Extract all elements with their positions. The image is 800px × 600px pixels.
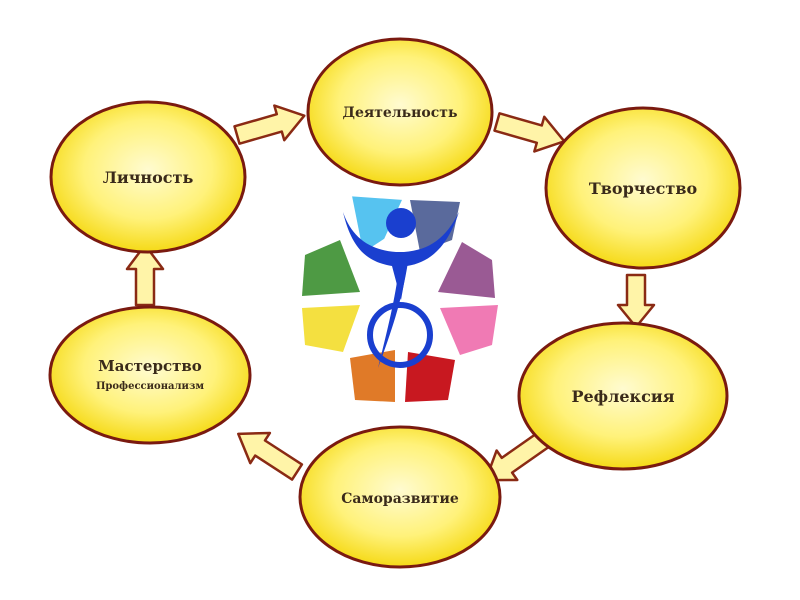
arrow-masterstvo-to-lichnost <box>125 243 165 307</box>
arrow-lichnost-to-deyatelnost <box>233 104 306 145</box>
person-figure-icon <box>343 208 459 368</box>
logo-petal-icon <box>302 240 360 296</box>
node-label: Рефлексия <box>571 387 674 406</box>
logo-petal-icon <box>438 242 495 298</box>
arrow-refleksiya-to-samorazvitie <box>484 431 550 482</box>
logo-petal-icon <box>352 196 402 253</box>
node-samorazvitie: Саморазвитие <box>298 425 502 569</box>
arrows <box>125 104 656 482</box>
node-lichnost: Личность <box>49 100 247 254</box>
node-tvorchestvo: Творчество <box>544 106 742 270</box>
logo-petal-icon <box>440 305 498 355</box>
node-refleksiya: Рефлексия <box>517 321 729 471</box>
node-label: Деятельность <box>343 105 458 121</box>
node-sublabel: Профессионализм <box>96 381 204 392</box>
arrow-samorazvitie-to-masterstvo <box>237 431 304 481</box>
center-logo <box>302 196 498 402</box>
arrow-tvorchestvo-to-refleksiya <box>616 273 656 329</box>
logo-petal-icon <box>302 305 360 352</box>
node-deyatelnost: Деятельность <box>306 37 494 187</box>
node-label: Мастерство <box>98 357 202 375</box>
node-masterstvo: Мастерство Профессионализм <box>48 305 252 445</box>
logo-petal-icon <box>410 200 460 252</box>
logo-petal-icon <box>405 352 455 402</box>
node-label: Саморазвитие <box>341 491 459 507</box>
node-label: Личность <box>103 168 194 187</box>
arrow-deyatelnost-to-tvorchestvo <box>493 112 566 153</box>
node-label: Творчество <box>589 179 698 198</box>
logo-petal-icon <box>350 350 395 402</box>
